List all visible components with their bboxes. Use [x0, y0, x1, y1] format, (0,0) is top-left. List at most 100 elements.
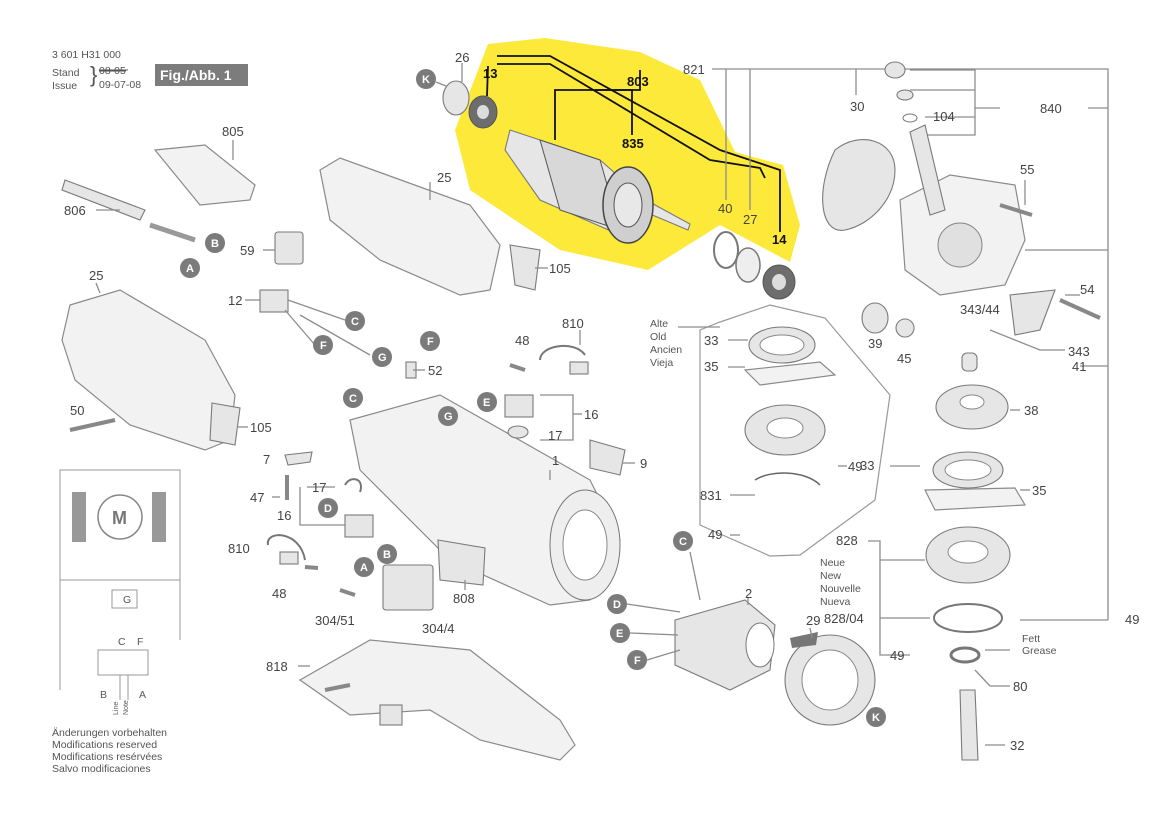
part-304-4: 304/4 [422, 621, 455, 636]
part-47: 47 [250, 490, 264, 505]
part-828-04: 828/04 [824, 611, 864, 626]
screw-48-top [509, 363, 526, 372]
washer-80 [949, 646, 981, 664]
part-105-left: 105 [250, 420, 272, 435]
callout-e1 [477, 392, 497, 412]
callout-d1 [318, 498, 338, 518]
footer-line-4: Salvo modificaciones [52, 763, 151, 775]
part-104: 104 [933, 109, 955, 124]
housing-half-25 [319, 157, 501, 296]
part-80: 80 [1013, 679, 1027, 694]
svg-text:A: A [139, 689, 146, 701]
clip-7 [284, 451, 313, 466]
cable-810-bottom [266, 534, 306, 561]
part-810-bottom: 810 [228, 541, 250, 556]
switch-schematic [97, 649, 149, 676]
callout-c1 [345, 311, 365, 331]
part-40: 40 [718, 201, 732, 216]
part-35-new: 35 [1032, 483, 1046, 498]
svg-text:Note: Note [123, 700, 130, 715]
callout-f2 [420, 331, 440, 351]
callout-d2 [607, 594, 627, 614]
grease-2: Grease [1022, 645, 1057, 657]
part-45: 45 [897, 351, 911, 366]
svg-text:C: C [679, 536, 687, 548]
svg-text:E: E [616, 628, 623, 640]
callout-k1 [416, 69, 436, 89]
screw-55 [999, 203, 1033, 217]
fan-baffle-26 [442, 80, 470, 116]
screw-48-bottom [304, 565, 319, 570]
label-9 [589, 439, 626, 476]
svg-text:G: G [123, 594, 131, 606]
part-52: 52 [428, 363, 442, 378]
part-840: 840 [1040, 101, 1062, 116]
part-803: 803 [627, 74, 649, 89]
new-date: 09-07-08 [99, 79, 141, 91]
part-27: 27 [743, 212, 757, 227]
pinion-39 [861, 302, 889, 334]
part-54: 54 [1080, 282, 1094, 297]
fig-label: Fig./Abb. 1 [160, 67, 232, 83]
lever-343 [1009, 289, 1056, 336]
screw-304-51 [339, 588, 356, 597]
footer-line-3: Modifications resérvées [52, 751, 162, 763]
svg-text:C: C [118, 636, 126, 648]
part-25-top: 25 [437, 170, 451, 185]
part-48-top: 48 [515, 333, 529, 348]
nut-45 [895, 318, 915, 338]
stand-label: Stand [52, 67, 80, 79]
screw-50 [69, 418, 116, 432]
cable-805 [153, 144, 256, 206]
o-ring-828-04 [933, 603, 1003, 633]
callout-a1 [180, 258, 200, 278]
cover-35-new [924, 487, 1027, 511]
part-806: 806 [64, 203, 86, 218]
callout-g1 [372, 347, 392, 367]
callout-g2 [438, 406, 458, 426]
screw-54 [1059, 298, 1101, 320]
svg-text:B: B [211, 238, 219, 250]
retaining-ring-40 [713, 231, 739, 269]
svg-text:D: D [324, 503, 332, 515]
part-49-new-a: 49 [890, 648, 904, 663]
part-17-top: 17 [548, 428, 562, 443]
part-17-bottom: 17 [312, 480, 326, 495]
suppressor-12 [259, 289, 289, 313]
svg-text:F: F [634, 655, 641, 667]
right-column-leaders [712, 68, 1109, 621]
svg-text:G: G [444, 411, 453, 423]
part-38: 38 [1024, 403, 1038, 418]
field-coil-right [152, 492, 166, 542]
part-828: 828 [836, 533, 858, 548]
brush-holder-16-bottom [344, 514, 374, 538]
motor-schematic: M G C F B A Line Note [59, 469, 181, 715]
legend-old-2: Old [650, 331, 667, 343]
spring-17-bottom [344, 478, 362, 493]
svg-text:G: G [378, 352, 387, 364]
svg-text:F: F [320, 340, 327, 352]
part-14: 14 [772, 232, 787, 247]
svg-text:Line: Line [113, 702, 120, 715]
switch-59 [274, 231, 304, 265]
cable-810-top [539, 344, 586, 361]
footer-line-2: Modifications reserved [52, 739, 157, 751]
label-105-left [209, 402, 241, 446]
field-coil-2 [674, 599, 776, 691]
part-59: 59 [240, 243, 254, 258]
part-48-bottom: 48 [272, 586, 286, 601]
spring-831 [754, 472, 821, 486]
part-26: 26 [455, 50, 469, 65]
part-35-old: 35 [704, 359, 718, 374]
lock-pin [909, 124, 946, 216]
cable-protector-806 [61, 179, 146, 221]
svg-text:C: C [349, 393, 357, 405]
part-810-top: 810 [562, 316, 584, 331]
part-32: 32 [1010, 738, 1024, 753]
switch-304-4 [382, 564, 434, 611]
svg-text:C: C [351, 316, 359, 328]
part-7: 7 [263, 452, 270, 467]
part-808: 808 [453, 591, 475, 606]
